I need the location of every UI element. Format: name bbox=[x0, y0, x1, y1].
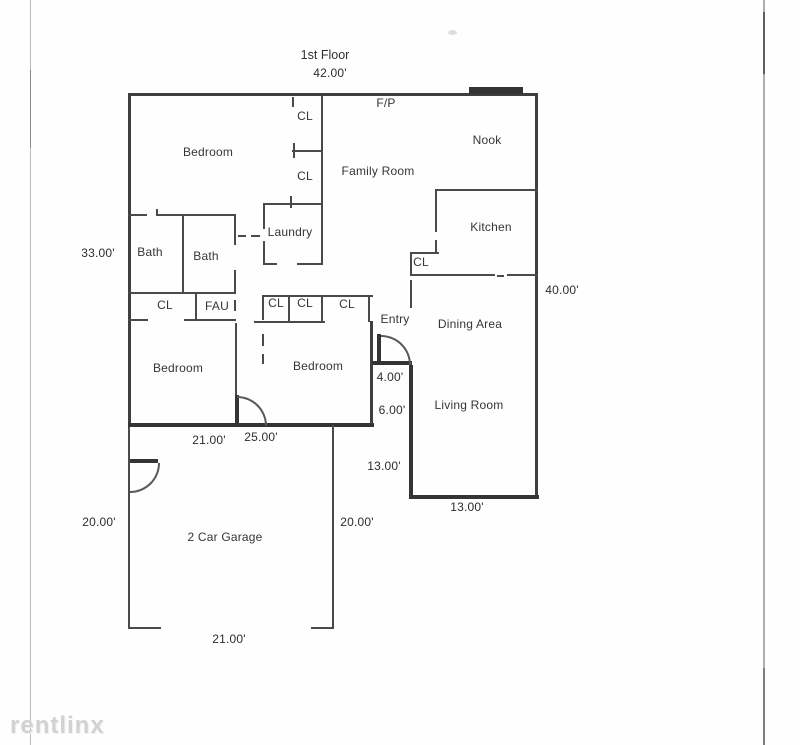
wall-segment bbox=[130, 459, 158, 463]
wall-segment bbox=[182, 215, 184, 294]
wall-segment bbox=[288, 296, 290, 322]
wall-segment bbox=[254, 321, 325, 323]
wall-segment bbox=[128, 93, 538, 96]
room-label-family-room: Family Room bbox=[341, 164, 415, 178]
dimension-label-livingroom-width: 13.00' bbox=[450, 500, 484, 514]
wall-segment bbox=[128, 427, 130, 629]
scan-line-left-dark bbox=[30, 70, 31, 148]
wall-segment bbox=[128, 319, 148, 321]
scan-smudge bbox=[448, 30, 457, 35]
wall-segment bbox=[262, 334, 264, 346]
dimension-label-garage-left-height: 20.00' bbox=[82, 515, 116, 529]
door-arc-entry bbox=[381, 335, 411, 365]
wall-segment bbox=[262, 354, 264, 364]
dimension-label-livingroom-height: 13.00' bbox=[367, 459, 401, 473]
wall-segment bbox=[410, 252, 412, 276]
floor-title: 1st Floor bbox=[300, 48, 350, 62]
dimension-label-garage-width: 21.00' bbox=[212, 632, 246, 646]
wall-segment bbox=[311, 627, 334, 629]
wall-segment bbox=[128, 214, 147, 216]
wall-segment bbox=[128, 93, 131, 427]
wall-segment bbox=[409, 495, 539, 499]
dimension-label-left-height: 33.00' bbox=[81, 246, 115, 260]
room-label-bedroom-3: Bedroom bbox=[292, 359, 344, 373]
wall-segment bbox=[263, 241, 265, 265]
room-label-garage: 2 Car Garage bbox=[187, 530, 263, 544]
room-label-dining-area: Dining Area bbox=[437, 317, 503, 331]
wall-segment bbox=[292, 97, 294, 107]
room-label-bedroom-2: Bedroom bbox=[152, 361, 204, 375]
door-arc-garage bbox=[130, 463, 160, 493]
dimension-label-top-width: 42.00' bbox=[313, 66, 347, 80]
wall-segment bbox=[251, 235, 260, 237]
room-label-bedroom-1: Bedroom bbox=[182, 145, 234, 159]
closet-label-hall-1: CL bbox=[268, 296, 284, 310]
wall-segment bbox=[128, 627, 161, 629]
wall-segment bbox=[409, 365, 413, 499]
wall-segment bbox=[507, 274, 538, 276]
wall-segment bbox=[262, 295, 373, 297]
wall-segment bbox=[370, 321, 373, 424]
wall-segment bbox=[195, 293, 197, 320]
wall-segment bbox=[377, 334, 381, 364]
wall-segment bbox=[234, 215, 236, 245]
closet-label-bedroom1-upper: CL bbox=[297, 109, 313, 123]
closet-label-bedroom1-lower: CL bbox=[297, 169, 313, 183]
closet-label-kitchen: CL bbox=[413, 255, 429, 269]
wall-segment bbox=[235, 323, 237, 396]
wall-segment bbox=[469, 87, 523, 94]
scan-line-right-dark-top bbox=[763, 12, 765, 74]
dimension-label-entry-width: 4.00' bbox=[376, 370, 404, 384]
wall-segment bbox=[321, 296, 323, 322]
room-label-laundry: Laundry bbox=[267, 225, 313, 239]
wall-segment bbox=[535, 93, 538, 498]
wall-segment bbox=[497, 275, 504, 277]
room-label-bath-1: Bath bbox=[137, 245, 163, 259]
wall-segment bbox=[263, 203, 323, 205]
wall-segment bbox=[263, 203, 265, 229]
wall-segment bbox=[128, 292, 236, 294]
feature-label-fireplace: F/P bbox=[376, 96, 396, 110]
dimension-label-entry-depth: 6.00' bbox=[378, 403, 406, 417]
room-label-living-room: Living Room bbox=[434, 398, 504, 412]
dimension-label-right-height: 40.00' bbox=[545, 283, 579, 297]
door-arc-bedroom3 bbox=[237, 396, 267, 426]
wall-segment bbox=[234, 300, 236, 311]
scan-line-left bbox=[30, 0, 31, 745]
room-label-bath-2: Bath bbox=[193, 249, 219, 263]
wall-segment bbox=[410, 280, 412, 308]
wall-segment bbox=[410, 274, 495, 276]
wall-segment bbox=[410, 252, 439, 254]
wall-segment bbox=[435, 240, 437, 254]
scan-line-right-dark-bottom bbox=[763, 668, 765, 745]
room-label-nook: Nook bbox=[472, 133, 502, 147]
dimension-label-garage-right-height: 20.00' bbox=[340, 515, 374, 529]
closet-label-hall-2: CL bbox=[297, 296, 313, 310]
wall-segment bbox=[238, 235, 246, 237]
wall-segment bbox=[234, 270, 236, 294]
wall-segment bbox=[263, 263, 277, 265]
wall-segment bbox=[156, 214, 236, 216]
wall-segment bbox=[293, 143, 295, 158]
wall-segment bbox=[435, 189, 538, 191]
room-label-kitchen: Kitchen bbox=[470, 220, 512, 234]
rentlinx-watermark: rentlinx bbox=[10, 712, 105, 739]
wall-segment bbox=[292, 150, 323, 152]
closet-label-hall: CL bbox=[157, 298, 173, 312]
room-label-entry: Entry bbox=[380, 312, 410, 326]
wall-segment bbox=[332, 425, 334, 629]
wall-segment bbox=[262, 296, 264, 320]
wall-segment bbox=[290, 196, 292, 208]
wall-segment bbox=[368, 297, 370, 322]
scan-line-right bbox=[763, 0, 765, 745]
room-label-fau: FAU bbox=[205, 299, 229, 313]
wall-segment bbox=[435, 189, 437, 232]
wall-segment bbox=[321, 204, 323, 265]
dimension-label-bedroom2-width: 21.00' bbox=[192, 433, 226, 447]
wall-segment bbox=[184, 319, 236, 321]
wall-segment bbox=[156, 209, 158, 216]
wall-segment bbox=[297, 263, 323, 265]
dimension-label-bedroom3-width: 25.00' bbox=[244, 430, 278, 444]
closet-label-bedroom3: CL bbox=[339, 297, 355, 311]
